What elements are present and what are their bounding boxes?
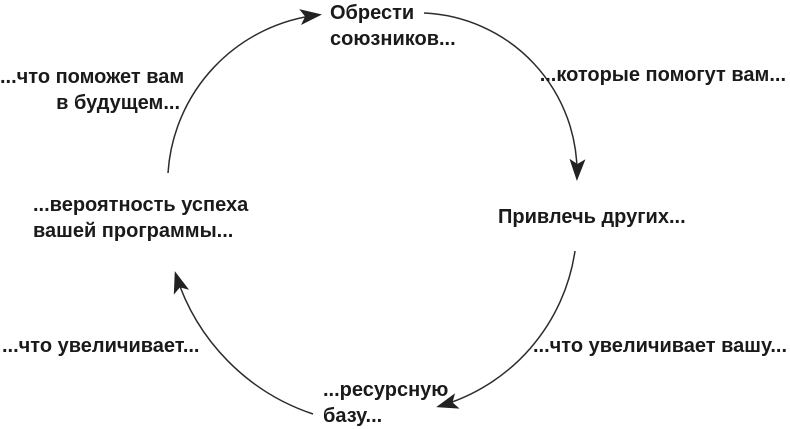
- edge-label-bottom-right: ...что увеличивает вашу...: [533, 333, 787, 359]
- node-label-line: Обрести: [330, 2, 415, 24]
- edge-label-line: ...которые помогут вам...: [539, 64, 786, 86]
- node-resource-base: ...ресурсную базу...: [323, 377, 448, 429]
- node-label-line: союзников...: [330, 28, 456, 50]
- edge-label-line: в будущем...: [56, 92, 180, 114]
- node-label-line: вашей программы...: [33, 220, 234, 242]
- node-gain-allies: Обрести союзников...: [330, 0, 456, 52]
- node-label-line: ...ресурсную: [323, 379, 449, 401]
- node-attract-others: Привлечь других...: [498, 204, 686, 230]
- edge-label-line: ...что увеличивает вашу...: [533, 335, 787, 357]
- node-success-probability: ...вероятность успеха вашей программы...: [33, 192, 248, 244]
- arrow-right-to-bottom: [436, 250, 576, 409]
- arrow-bottom-to-left: [173, 271, 314, 415]
- edge-label-line: ...что поможет вам: [0, 66, 185, 88]
- edge-label-top-left: ...что поможет вам в будущем...: [0, 64, 185, 116]
- node-label-line: базу...: [323, 405, 383, 427]
- edge-label-top-right: ...которые помогут вам...: [540, 62, 786, 88]
- arrow-top-to-right: [423, 12, 586, 181]
- node-label-line: ...вероятность успеха: [33, 194, 249, 216]
- edge-label-bottom-left: ...что увеличивает...: [2, 333, 200, 359]
- node-label-line: Привлечь других...: [498, 206, 686, 228]
- edge-label-line: ...что увеличивает...: [2, 335, 200, 357]
- arrow-left-to-top: [167, 9, 322, 174]
